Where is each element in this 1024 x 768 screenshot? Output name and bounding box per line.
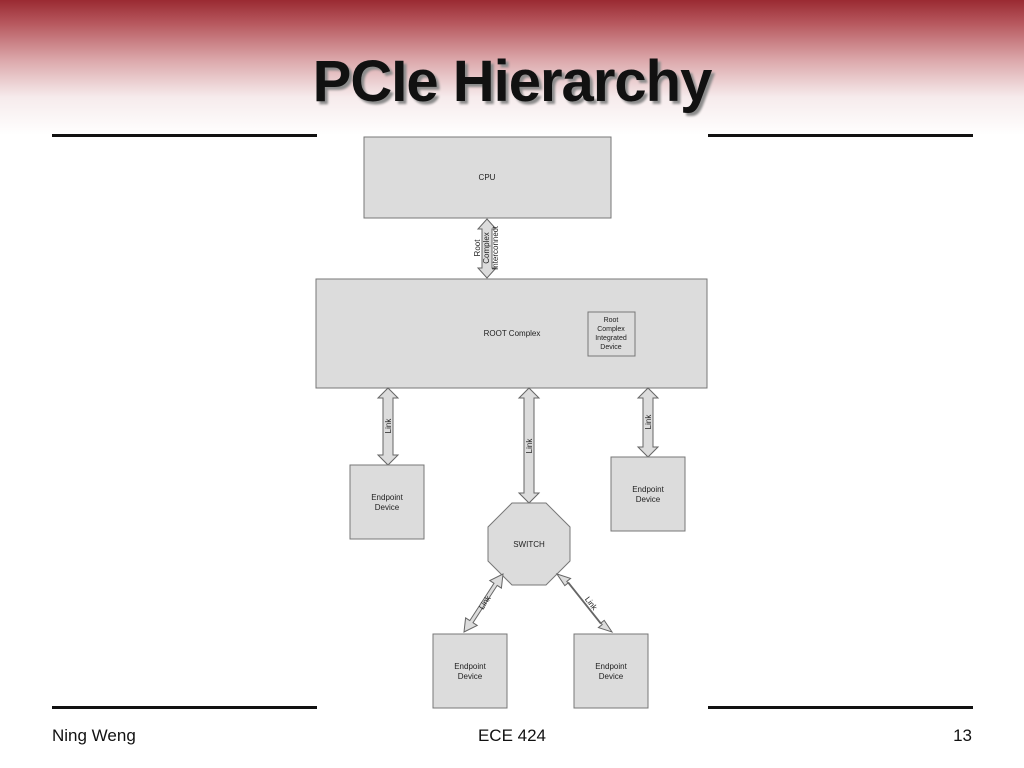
root-interconnect-label-line1: Root xyxy=(473,239,482,257)
integrated-device-label-line3: Integrated xyxy=(595,335,627,342)
integrated-device-box xyxy=(587,311,636,357)
endpoint-bottom-left-label-line2: Device xyxy=(458,672,483,681)
endpoint-right-label-line2: Device xyxy=(636,495,661,504)
root-complex-label: ROOT Complex xyxy=(484,329,541,338)
integrated-device-label-line1: Root xyxy=(604,317,619,324)
root-complex-box xyxy=(315,278,708,389)
link-label-right: Link xyxy=(644,414,653,430)
integrated-device-label-line2: Complex xyxy=(597,326,625,333)
top-rule-right xyxy=(708,134,973,137)
link-label-center: Link xyxy=(525,438,534,454)
bottom-rule-left xyxy=(52,706,317,709)
top-rule-left xyxy=(52,134,317,137)
endpoint-device-left xyxy=(349,464,425,540)
root-interconnect-label-line3: Interconnect xyxy=(491,225,500,270)
root-interconnect-label-line2: Complex xyxy=(482,232,491,264)
endpoint-bottom-left-label-line1: Endpoint xyxy=(454,662,486,671)
endpoint-device-bottom-left xyxy=(432,633,508,709)
switch-octagon xyxy=(487,502,571,586)
cpu-box xyxy=(363,136,612,219)
link-label-left: Link xyxy=(384,418,393,434)
switch-label: SWITCH xyxy=(513,540,545,549)
endpoint-bottom-right-label-line2: Device xyxy=(599,672,624,681)
endpoint-bottom-right-label-line1: Endpoint xyxy=(595,662,627,671)
endpoint-left-label-line1: Endpoint xyxy=(371,493,403,502)
endpoint-device-bottom-right xyxy=(573,633,649,709)
slide-title: PCIe Hierarchy xyxy=(312,49,713,114)
integrated-device-label-line4: Device xyxy=(600,344,622,351)
endpoint-device-right xyxy=(610,456,686,532)
endpoint-left-label-line2: Device xyxy=(375,503,400,512)
root-interconnect-arrow xyxy=(476,218,498,279)
page-number: 13 xyxy=(953,726,972,745)
footer-course: ECE 424 xyxy=(477,726,547,745)
cpu-label: CPU xyxy=(479,173,496,182)
link-arrow-lower-right xyxy=(555,573,614,633)
footer-author: Ning Weng xyxy=(52,726,136,745)
bottom-rule-right xyxy=(708,706,973,709)
link-arrow-lower-left xyxy=(463,573,504,633)
endpoint-right-label-line1: Endpoint xyxy=(632,485,664,494)
header-gradient-band xyxy=(0,0,1024,135)
